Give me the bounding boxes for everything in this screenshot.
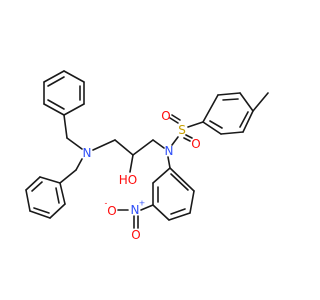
bonds — [25, 70, 269, 229]
bond-ring-nitro — [140, 204, 154, 211]
amine-nitrogen: N — [83, 146, 92, 160]
sulfonyl-oxygen-bottom: O — [191, 137, 200, 151]
nitro-nitrogen: N — [131, 203, 140, 217]
benzene-ring-bottom — [25, 176, 66, 219]
nitro-positive-charge: + — [139, 199, 146, 208]
molecule-svg: N N S O O HO N + O - O — [25, 70, 269, 242]
bond-methyl — [252, 92, 269, 112]
bond-chain-2 — [132, 139, 154, 156]
bond-s-o-top-b — [171, 114, 181, 121]
bond-n-chain — [92, 139, 116, 151]
bond-ch2-top — [63, 114, 68, 139]
bond-n-s — [171, 136, 179, 146]
bond-n-ch2-bottom — [75, 158, 83, 171]
bond-ch2-bottom — [59, 169, 77, 184]
bond-s-o-bottom-a — [183, 137, 191, 142]
nitrophenyl-ring — [152, 167, 195, 221]
bond-choh — [129, 154, 134, 173]
bond-s-ring — [187, 121, 204, 128]
sulfonyl-oxygen-top: O — [161, 109, 170, 123]
bond-s-o-bottom-b — [185, 134, 193, 139]
sulfur-atom: S — [178, 123, 186, 137]
nitro-oxygen-bottom: O — [131, 228, 140, 242]
bond-chain-3 — [152, 139, 165, 149]
structure-diagram: N N S O O HO N + O - O — [25, 70, 269, 242]
atom-labels: N N S O O HO N + O - O — [83, 109, 201, 242]
benzene-ring-top — [43, 70, 85, 116]
hydroxyl-group: HO — [119, 173, 137, 187]
bond-s-o-top-a — [169, 117, 179, 124]
bond-chain-1 — [114, 139, 134, 156]
bond-n-aryl — [167, 156, 171, 169]
toluene-ring — [202, 92, 254, 135]
nitro-oxygen-left: O — [107, 204, 116, 218]
nitro-negative-charge: - — [105, 199, 108, 208]
bond-ch2-n-top — [66, 137, 83, 150]
sulfonamide-nitrogen: N — [165, 144, 174, 158]
